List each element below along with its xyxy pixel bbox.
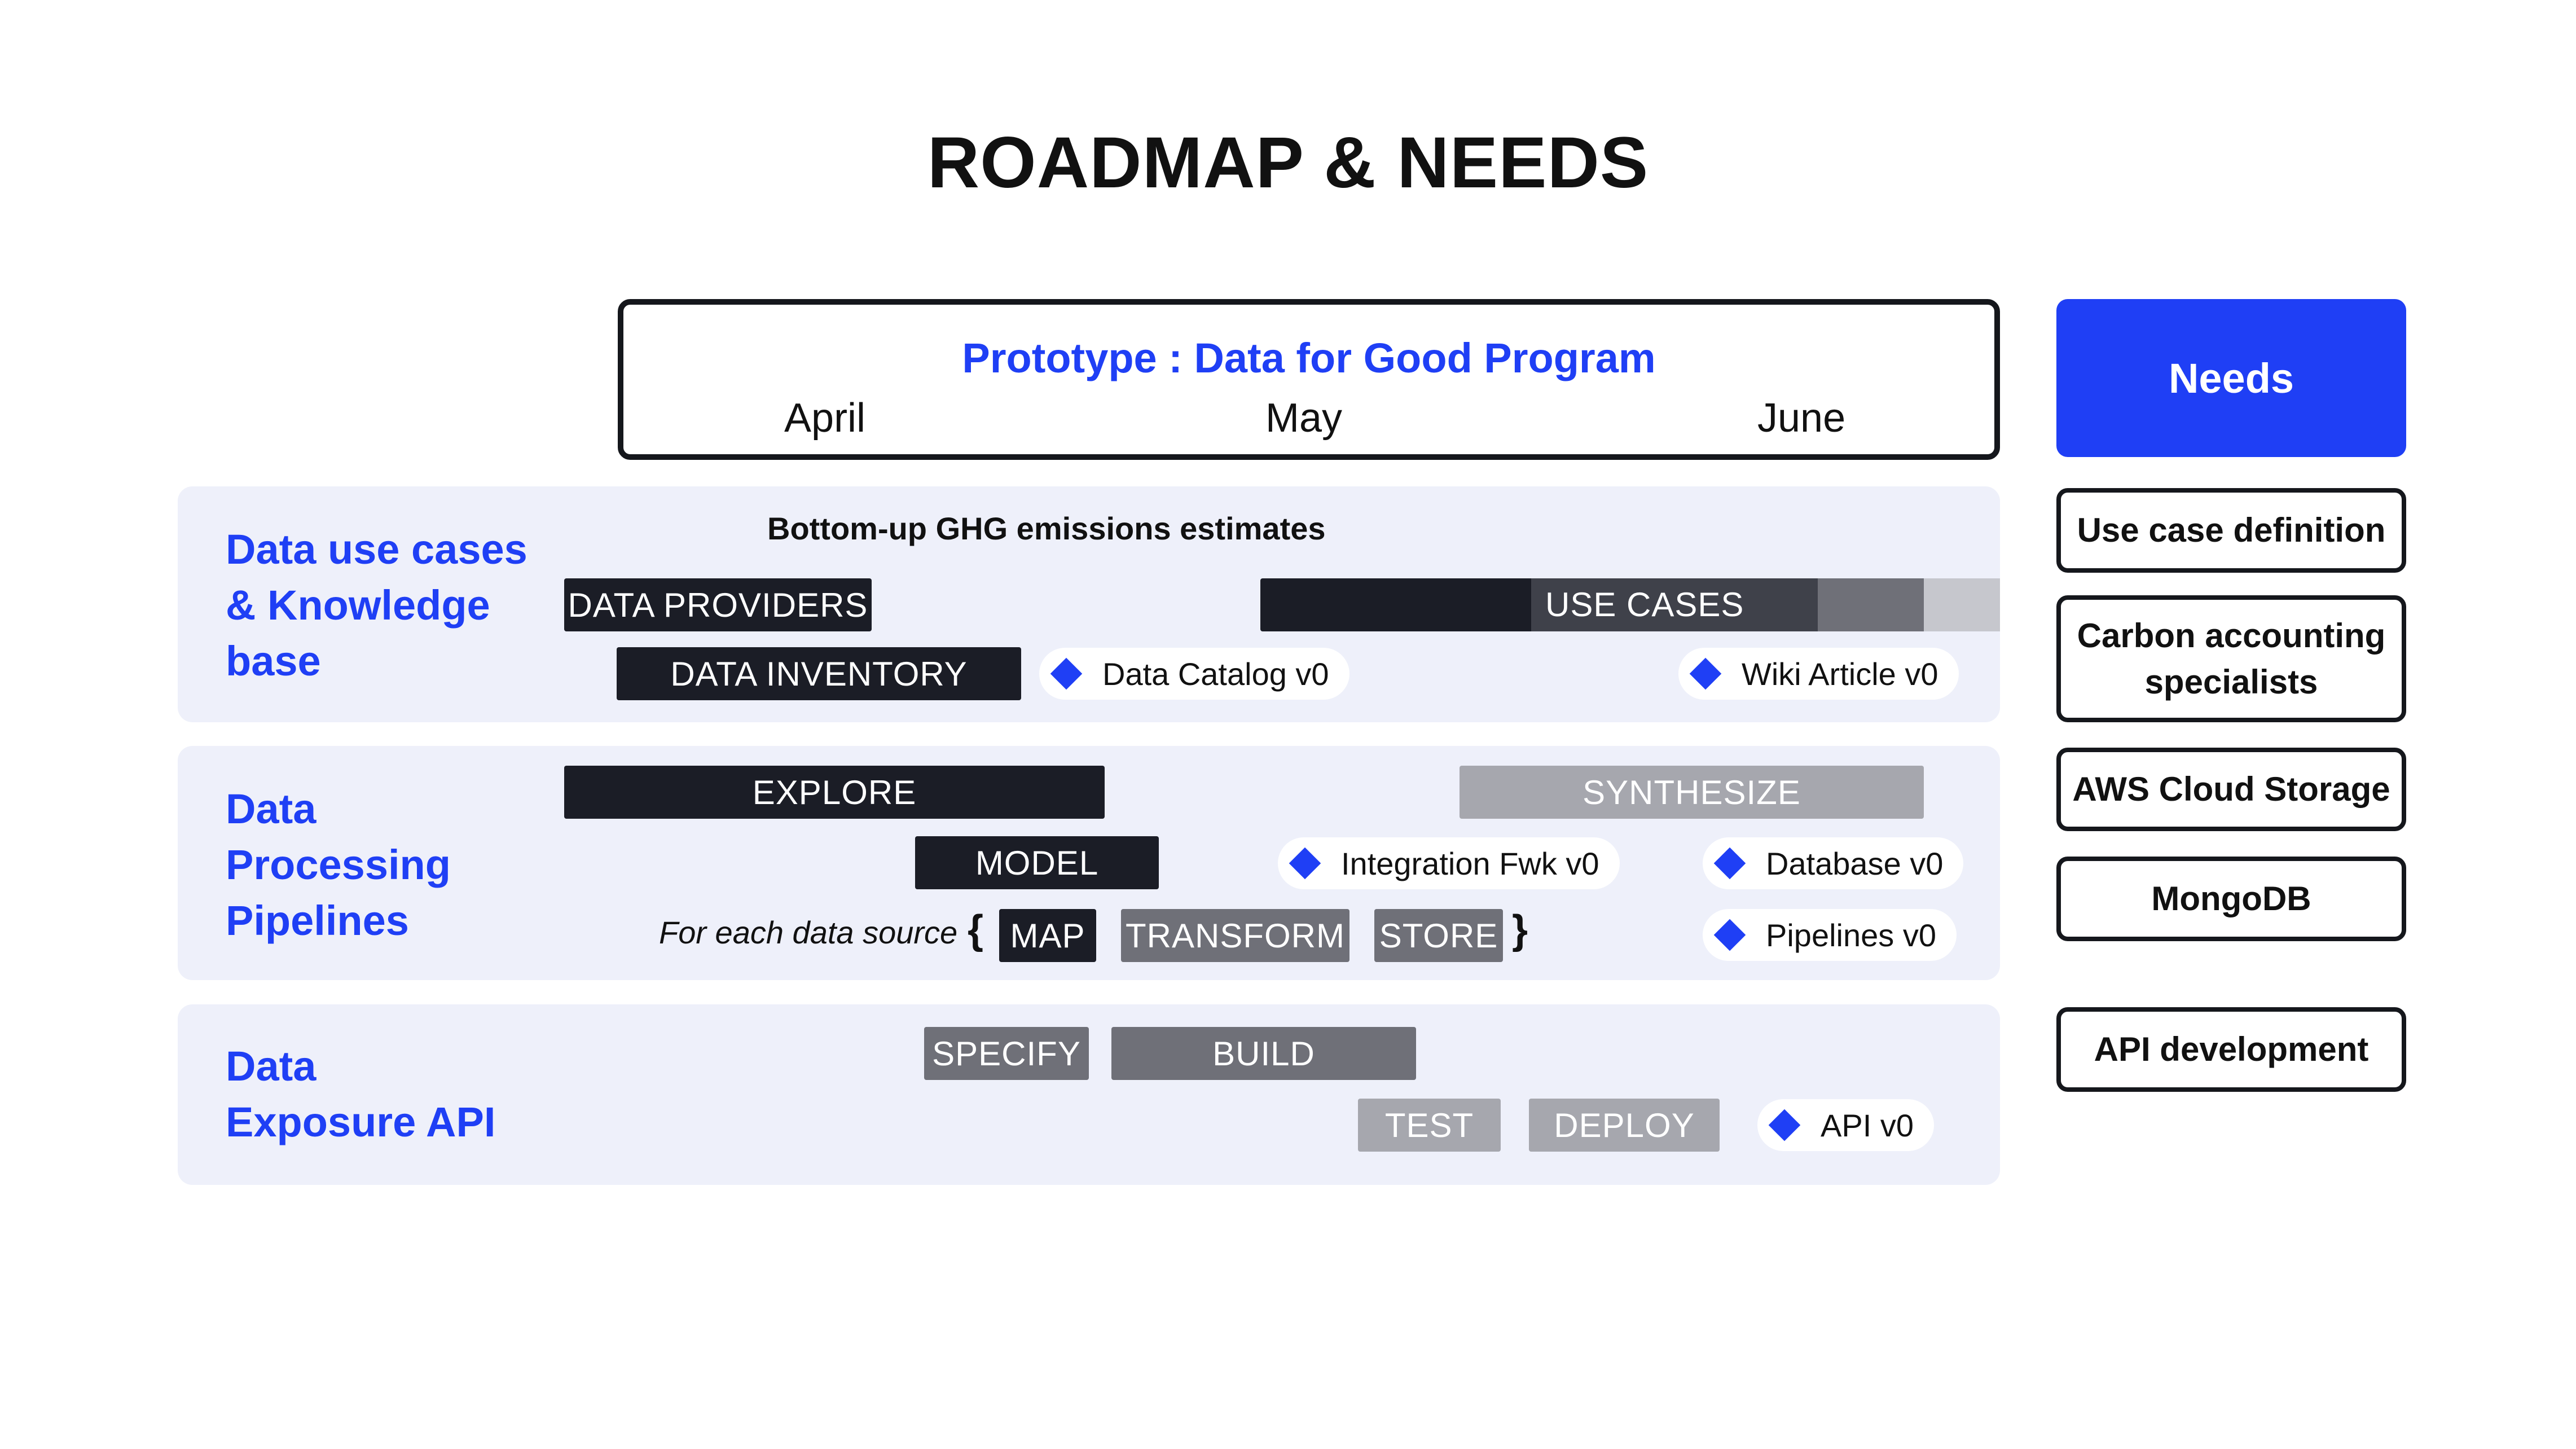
diamond-icon xyxy=(1713,847,1746,880)
need-mongodb: MongoDB xyxy=(2056,857,2406,941)
bar-test: TEST xyxy=(1358,1099,1501,1152)
milestone-label: Data Catalog v0 xyxy=(1102,656,1329,692)
milestone-integration-fwk: Integration Fwk v0 xyxy=(1278,837,1620,889)
diamond-icon xyxy=(1768,1109,1801,1141)
row-title-line: Exposure API xyxy=(226,1099,496,1145)
milestone-data-catalog: Data Catalog v0 xyxy=(1039,648,1349,700)
row-data-exposure-api: Data Exposure API SPECIFY BUILD TEST DEP… xyxy=(178,1004,2000,1185)
row-title-line: Data use cases xyxy=(226,526,527,573)
row-note: Bottom-up GHG emissions estimates xyxy=(767,511,1326,546)
bar-segment xyxy=(1924,578,2000,631)
row-title-line: & Knowledge xyxy=(226,582,490,629)
bar-map: MAP xyxy=(999,909,1096,962)
milestone-pipelines: Pipelines v0 xyxy=(1703,909,1957,961)
row-title-line: Data xyxy=(226,1043,316,1090)
row-title-line: base xyxy=(226,638,321,684)
row-data-processing: Data Processing Pipelines EXPLORE SYNTHE… xyxy=(178,746,2000,980)
row-title: Data use cases & Knowledge base xyxy=(226,521,527,689)
bar-explore: EXPLORE xyxy=(564,766,1105,819)
bar-use-cases: USE CASES xyxy=(1260,578,2000,631)
diamond-icon xyxy=(1050,657,1083,690)
bar-data-providers: DATA PROVIDERS xyxy=(564,578,872,631)
milestone-label: API v0 xyxy=(1821,1107,1914,1143)
bar-deploy: DEPLOY xyxy=(1529,1099,1720,1152)
needs-header: Needs xyxy=(2056,299,2406,457)
bar-build: BUILD xyxy=(1111,1027,1416,1080)
bar-transform: TRANSFORM xyxy=(1121,909,1349,962)
brace-close: } xyxy=(1512,907,1528,952)
need-aws-storage: AWS Cloud Storage xyxy=(2056,748,2406,831)
month-may: May xyxy=(1265,396,1343,441)
need-use-case-definition: Use case definition xyxy=(2056,488,2406,573)
row-title-line: Processing xyxy=(226,841,451,888)
row-data-use-cases: Data use cases & Knowledge base Bottom-u… xyxy=(178,486,2000,722)
row-title-line: Data xyxy=(226,785,316,832)
milestone-label: Database v0 xyxy=(1766,845,1944,881)
milestone-wiki-article: Wiki Article v0 xyxy=(1678,648,1959,700)
milestone-api: API v0 xyxy=(1757,1099,1934,1151)
diamond-icon xyxy=(1689,657,1722,690)
row-title: Data Exposure API xyxy=(226,1038,495,1150)
bar-label: USE CASES xyxy=(1545,586,1744,623)
row-title: Data Processing Pipelines xyxy=(226,781,451,949)
prototype-header: Prototype : Data for Good Program April … xyxy=(618,299,2000,460)
bar-segment xyxy=(1531,578,1818,631)
need-api-development: API development xyxy=(2056,1007,2406,1092)
bar-specify: SPECIFY xyxy=(924,1027,1089,1080)
bar-data-inventory: DATA INVENTORY xyxy=(617,647,1021,700)
bar-synthesize: SYNTHESIZE xyxy=(1460,766,1924,819)
bar-segment xyxy=(1818,578,1924,631)
need-carbon-accounting: Carbon accounting specialists xyxy=(2056,595,2406,722)
milestone-label: Pipelines v0 xyxy=(1766,917,1936,953)
prototype-title: Prototype : Data for Good Program xyxy=(962,335,1656,381)
brace-open: { xyxy=(968,907,984,952)
row-title-line: Pipelines xyxy=(226,897,409,944)
month-june: June xyxy=(1757,396,1846,441)
for-each-caption: For each data source xyxy=(659,915,958,950)
bar-model: MODEL xyxy=(915,836,1159,889)
month-april: April xyxy=(784,396,866,441)
page-title: ROADMAP & NEEDS xyxy=(927,122,1649,203)
bar-segment xyxy=(1260,578,1531,631)
diamond-icon xyxy=(1289,847,1321,880)
milestone-label: Integration Fwk v0 xyxy=(1341,845,1599,881)
bar-store: STORE xyxy=(1374,909,1503,962)
milestone-database: Database v0 xyxy=(1703,837,1964,889)
milestone-label: Wiki Article v0 xyxy=(1742,656,1938,692)
diamond-icon xyxy=(1713,919,1746,951)
